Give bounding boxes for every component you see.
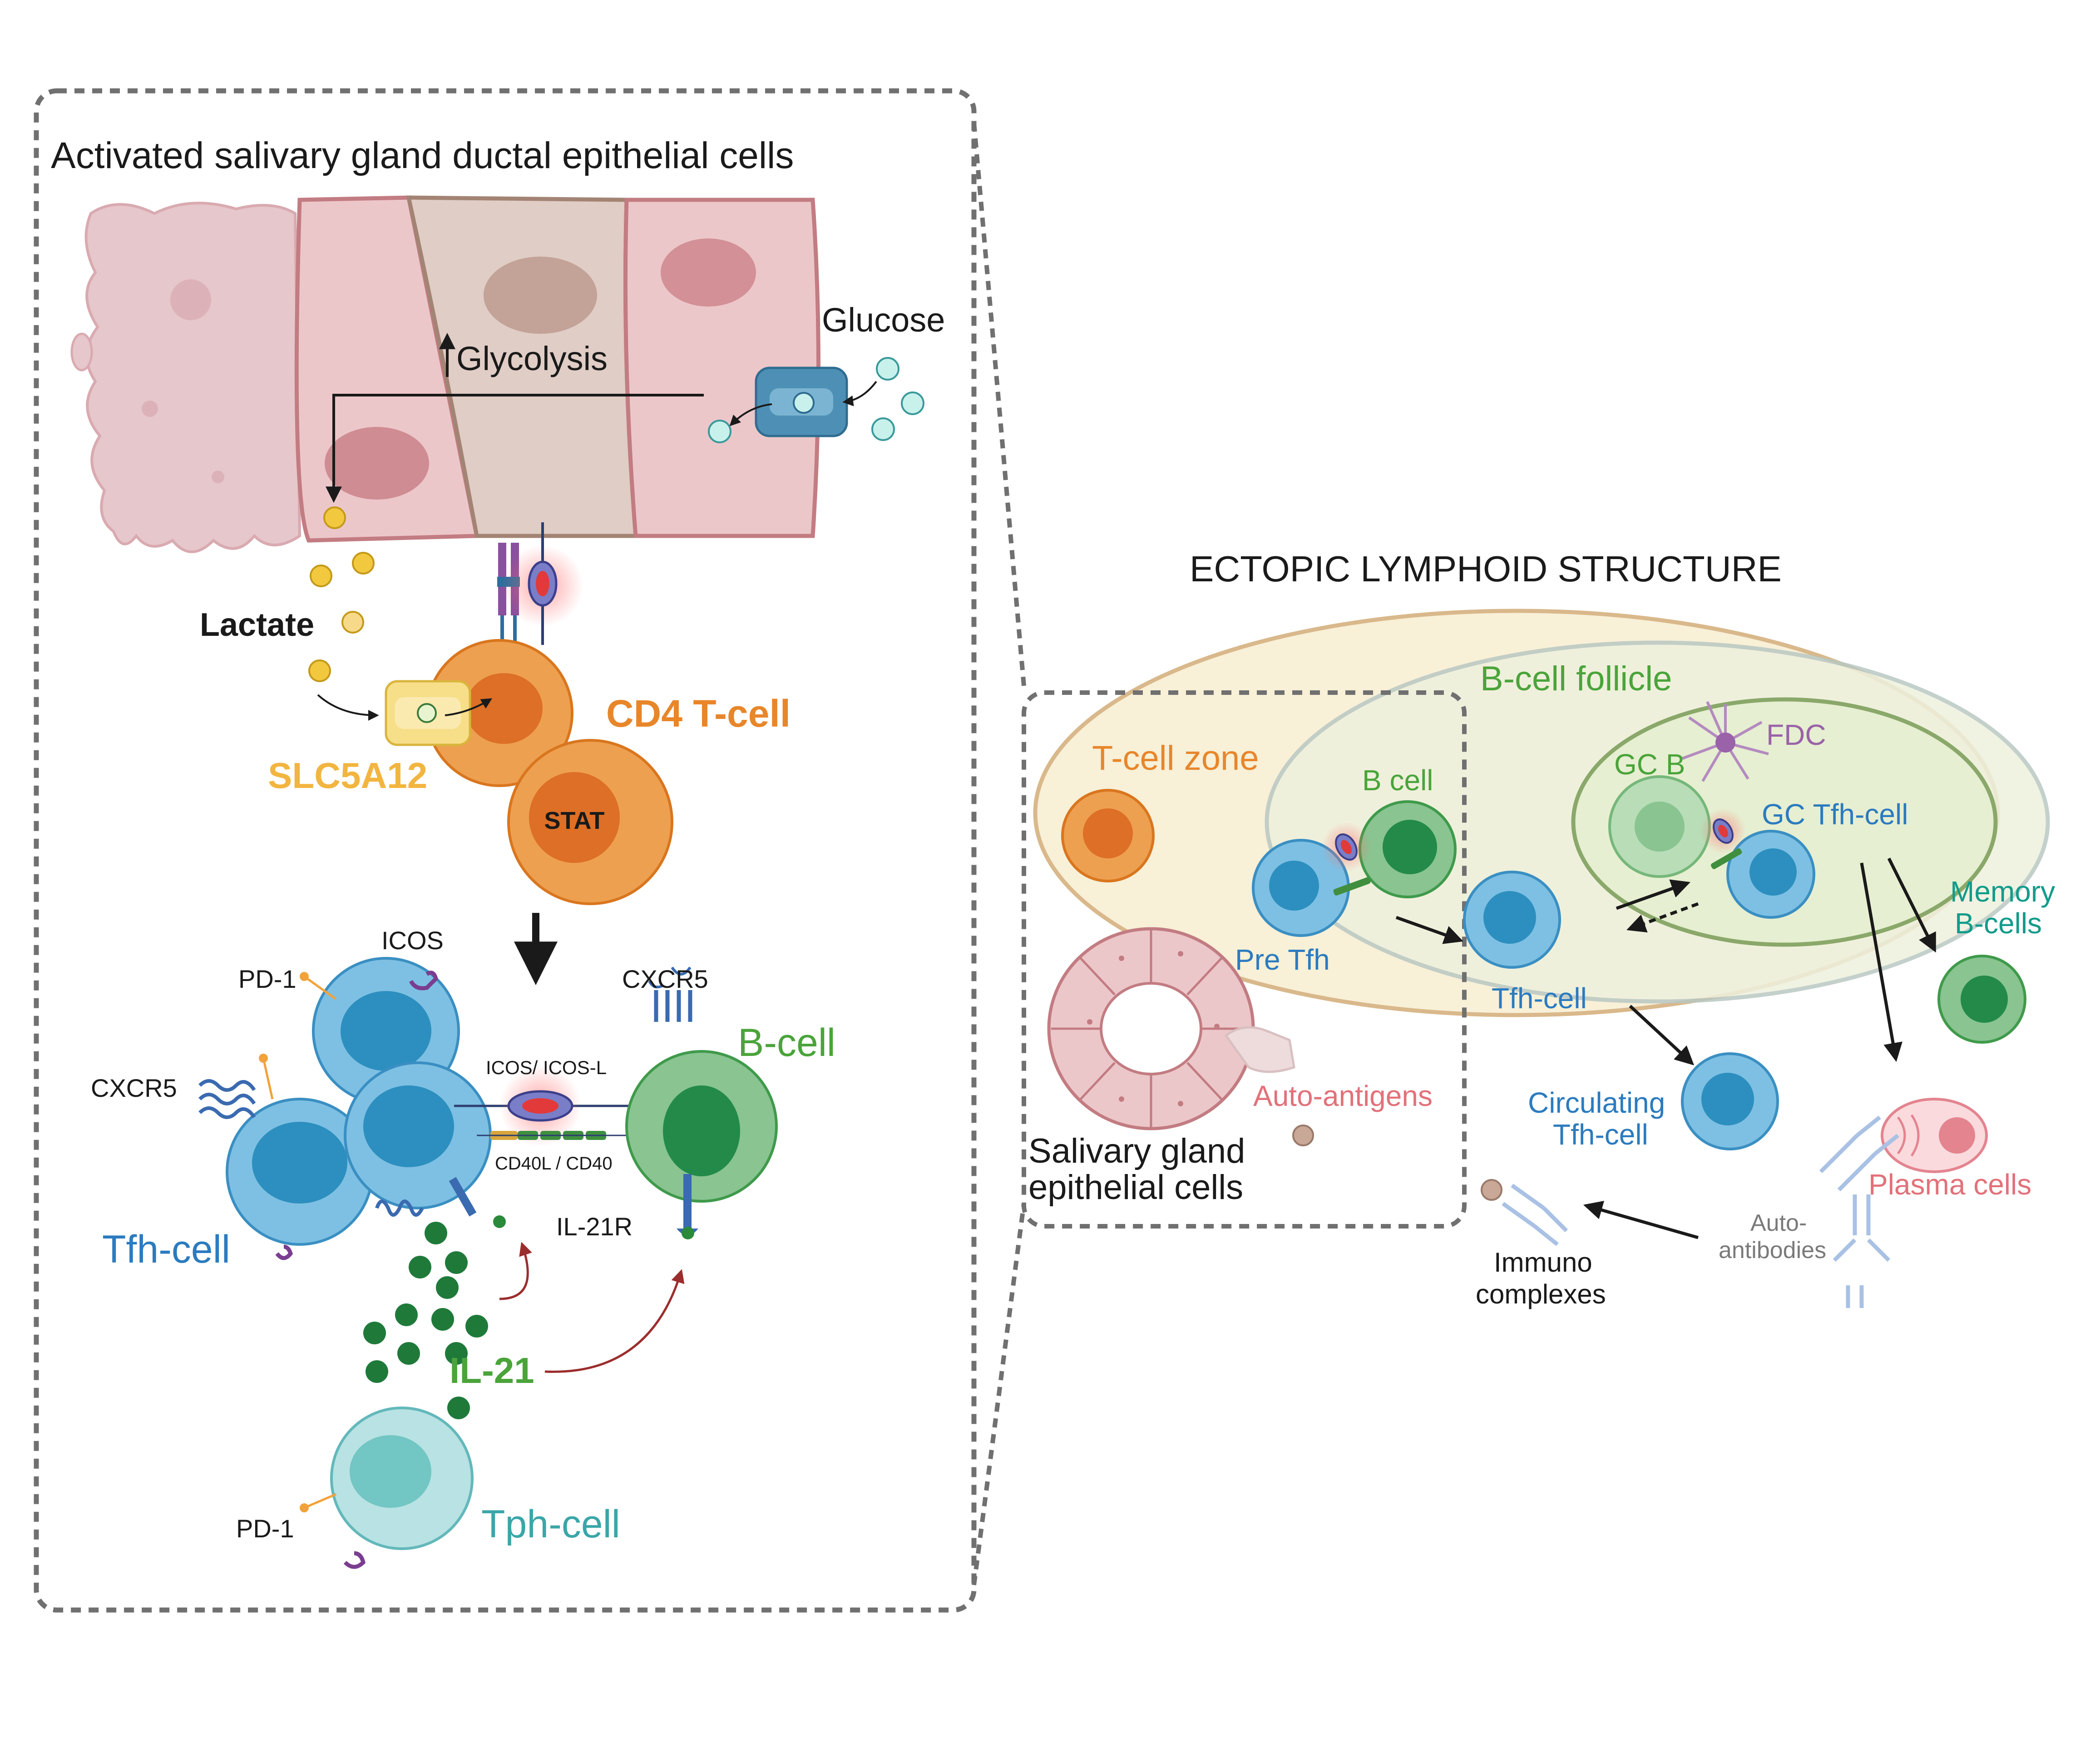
epithelial-cells <box>70 195 820 553</box>
b-cell-label: B-cell <box>738 1021 835 1065</box>
glucose-transporter <box>755 367 848 437</box>
gc-tfh-label: GC Tfh-cell <box>1762 798 1908 831</box>
glycolysis-to-lactate-arrow <box>326 394 704 503</box>
glucose-molecule <box>708 420 731 443</box>
cxcr5-left-label: CXCR5 <box>91 1074 177 1102</box>
right-panel-title: ECTOPIC LYMPHOID STRUCTURE <box>1190 549 1782 589</box>
pd1-top-label: PD-1 <box>238 965 296 993</box>
glucose-exit-arrow <box>729 403 772 426</box>
lactate-molecule <box>308 659 331 682</box>
cd40l-cd40-complex <box>477 1131 631 1140</box>
glucose-molecule <box>876 357 899 381</box>
gc-b-label: GC B <box>1614 748 1685 781</box>
tfh-to-circulating-arrow <box>1629 1005 1695 1065</box>
auto-antigen <box>1292 1125 1314 1146</box>
immuno-label-1: Immuno <box>1494 1247 1592 1278</box>
il21r-receptor <box>449 1174 698 1239</box>
cxcr5-receptor-right <box>654 990 692 1022</box>
glycolysis-label: Glycolysis <box>456 340 608 377</box>
lactate-molecule <box>341 611 364 634</box>
memory-label-2: B-cells <box>1955 907 2042 940</box>
tcell-zone-label: T-cell zone <box>1092 739 1259 778</box>
salivary-zoom-box <box>1022 690 1467 1229</box>
slc-to-cd4-arrow <box>445 698 493 716</box>
lactate-label: Lactate <box>200 607 314 643</box>
antibody-icon <box>1833 1194 1891 1308</box>
auto-ab-to-immuno-arrow <box>1583 1201 1699 1239</box>
lactate-molecule <box>323 506 346 529</box>
tfh-to-gc-arrow <box>1616 879 1690 910</box>
glucose-label: Glucose <box>822 301 945 339</box>
il21-to-tfh-arrow <box>499 1242 532 1300</box>
pre-tfh-label: Pre Tfh <box>1235 943 1330 976</box>
b-cell-small-label: B cell <box>1362 764 1433 797</box>
fdc-label: FDC <box>1766 718 1826 751</box>
cxcr5-right-label: CXCR5 <box>622 965 708 993</box>
cell-bleb <box>70 332 93 372</box>
lactate-uptake-arrow <box>317 694 379 721</box>
damaged-cell-fragment <box>1224 1026 1295 1073</box>
cd4-label: CD4 T-cell <box>606 692 791 735</box>
lactate-molecule <box>352 552 375 575</box>
zoom-connector-bottom <box>972 1203 1026 1585</box>
cxcr5-receptor-left <box>198 1079 256 1119</box>
memory-label-1: Memory <box>1950 875 2055 908</box>
salivary-gland-duct <box>1047 927 1255 1130</box>
nucleus-2 <box>484 257 597 334</box>
left-panel-border <box>34 88 977 1613</box>
salivary-label-2: epithelial cells <box>1028 1168 1243 1207</box>
immuno-label-2: complexes <box>1476 1279 1606 1309</box>
glucose-molecule <box>901 391 924 415</box>
slc5a12-label: SLC5A12 <box>268 755 427 796</box>
b-cell-nucleus <box>663 1085 740 1176</box>
stat-label: STAT <box>544 807 605 834</box>
cd4-nucleus <box>465 673 543 744</box>
icos-label: ICOS <box>381 926 444 955</box>
gc-to-memory-arrow <box>1887 857 1936 953</box>
stat-nucleus <box>529 772 620 863</box>
immune-complex-antibody <box>1502 1184 1568 1246</box>
glucose-entry-arrow <box>842 381 877 406</box>
zoom-connector-top <box>972 122 1026 686</box>
left-panel: Activated salivary gland ductal epitheli… <box>34 88 977 1613</box>
plasma-label: Plasma cells <box>1868 1168 2031 1201</box>
pretfh-to-tfh-arrow <box>1395 916 1463 944</box>
gc-to-plasma-arrow <box>1860 862 1902 1062</box>
tph-nucleus <box>350 1435 431 1508</box>
auto-antigen <box>1481 1179 1502 1201</box>
gc-to-tfh-dashed-arrow <box>1626 902 1699 933</box>
il21-to-bcell-arrow <box>544 1269 685 1373</box>
il21r-label: IL-21R <box>556 1212 632 1241</box>
circulating-label-1: Circulating <box>1528 1086 1665 1119</box>
dying-epithelial-cell <box>84 202 301 553</box>
bcell-follicle-label: B-cell follicle <box>1480 659 1672 698</box>
pd1-bottom-label: PD-1 <box>236 1514 294 1543</box>
icos-receptor <box>409 971 438 991</box>
tfh-cluster <box>226 957 492 1246</box>
antibody-icon <box>1819 1115 1899 1192</box>
lactate-molecule <box>310 565 332 587</box>
il21-molecules <box>363 1222 488 1419</box>
auto-ab-label-2: antibodies <box>1719 1237 1826 1263</box>
auto-antigens-label: Auto-antigens <box>1253 1080 1433 1112</box>
circulating-label-2: Tfh-cell <box>1553 1118 1648 1151</box>
tph-label: Tph-cell <box>481 1502 620 1546</box>
plasma-cell <box>1881 1098 1988 1173</box>
left-panel-title: Activated salivary gland ductal epitheli… <box>51 135 794 176</box>
cxcr5-receptor-bottom <box>375 1199 424 1217</box>
tfh-label: Tfh-cell <box>102 1228 230 1271</box>
mhc-tcr-receptor <box>497 522 583 645</box>
icos-icosl-label: ICOS/ ICOS-L <box>486 1057 607 1078</box>
tfh-cell-right-label: Tfh-cell <box>1492 982 1587 1015</box>
cd40l-cd40-label: CD40L / CD40 <box>495 1154 613 1174</box>
salivary-label-1: Salivary gland <box>1028 1132 1245 1170</box>
nucleus-3 <box>661 238 756 307</box>
right-panel: ECTOPIC LYMPHOID STRUCTURE B-cell follic… <box>1022 549 2055 1309</box>
glucose-molecule <box>871 417 895 441</box>
nucleus-1 <box>325 427 429 500</box>
slc5a12-transporter <box>385 680 471 746</box>
auto-ab-label-1: Auto- <box>1750 1210 1807 1236</box>
il21-label: IL-21 <box>450 1350 534 1391</box>
